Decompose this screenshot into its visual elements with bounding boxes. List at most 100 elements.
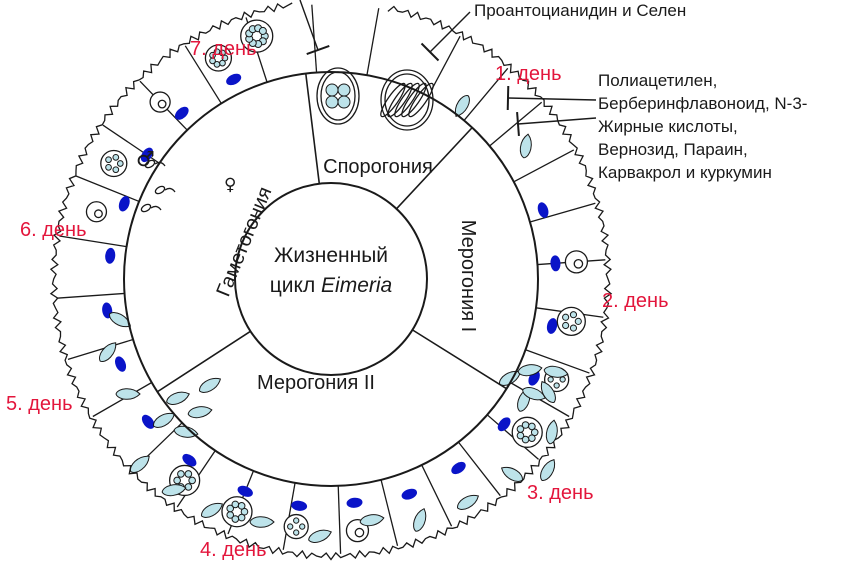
microgamete-flagellum-2: [165, 188, 175, 192]
cell-wall-15: [338, 486, 340, 554]
schizont-day2-a-merozoite-4: [563, 314, 569, 320]
cell-nucleus-6: [449, 459, 468, 476]
centre-title-genus: Eimeria: [321, 274, 392, 297]
inhibit-line-right-upper-bar: [508, 86, 509, 110]
inhibit-line-right-upper: [508, 98, 596, 100]
free-zoite-13: [127, 452, 152, 476]
cell-wall-1: [367, 8, 379, 75]
trophozoite-4: [150, 92, 170, 112]
sporocyst-3: [326, 96, 338, 108]
schizont-day4-a-merozoite-2: [238, 514, 245, 521]
cell-wall-14: [381, 480, 397, 546]
schizont-day4-a-merozoite-6: [232, 501, 239, 508]
cell-wall-22: [57, 293, 125, 298]
free-zoite-8: [359, 513, 384, 528]
schizont-day2-a-merozoite-1: [575, 318, 581, 324]
cell-nucleus-9: [291, 500, 308, 512]
phase-divider-2: [412, 330, 506, 389]
schizont-day4-a-merozoite-7: [238, 503, 245, 510]
phase-label-sporogony: Спорогония: [323, 156, 433, 178]
schizont-day4-c-merozoite-4: [294, 518, 299, 523]
schizont-day4-b-merozoite-4: [174, 477, 181, 484]
inhibitor-note-line-3: Жирные кислоты,: [598, 117, 738, 136]
microgamete-3: [140, 203, 152, 213]
schizont-day2-a-merozoite-3: [563, 322, 569, 328]
schizont-day6-a-merozoite-3: [106, 164, 112, 170]
inhibitor-note-top: Проантоцианидин и Селен: [474, 1, 686, 20]
day-label-6: 6. день: [20, 219, 87, 241]
free-zoite-21: [197, 374, 223, 395]
free-zoite-11: [199, 499, 225, 520]
day-label-1: 1. день: [495, 63, 562, 85]
cell-nucleus-19: [224, 71, 243, 87]
schizont-day2-b-merozoite-3: [548, 377, 553, 382]
centre-title-prefix: цикл: [270, 274, 321, 297]
schizont-day2-c-merozoite-6: [522, 422, 529, 429]
excysted-sporozoite-1: [451, 93, 472, 119]
schizont-day6-a-merozoite-2: [113, 167, 119, 173]
inhibit-line-right-lower-bar: [517, 112, 519, 136]
centre-title-line-1: Жизненный: [274, 244, 388, 267]
sporocyst-2: [338, 84, 350, 96]
schizont-day6-a-merozoite-4: [106, 157, 112, 163]
free-zoite-6: [455, 491, 481, 512]
schizont-day2-a-merozoite-5: [570, 312, 576, 318]
oocyst-1: [317, 68, 359, 124]
schizont-day2-c-merozoite-2: [529, 435, 536, 442]
inhibit-line-top-left-bar: [307, 46, 330, 54]
free-zoite-4: [537, 457, 558, 483]
free-zoite-14: [116, 389, 140, 400]
trophozoite-1: [565, 251, 587, 273]
inhibitor-note-line-2: Берберинфлавоноид, N-3-: [598, 94, 807, 113]
schizont-day4-c-merozoite-1: [300, 524, 305, 529]
male-gamete-symbol: ♂: [136, 147, 155, 171]
gametocyte-day7-b-merozoite-9: [259, 27, 266, 34]
cell-nucleus-8: [346, 497, 363, 509]
schizont-day2-c-merozoite-7: [529, 423, 536, 430]
phase-label-merogony-1: Мерогония I: [457, 220, 479, 332]
free-zoite-3: [545, 419, 560, 444]
inhibitor-note-line-4: Вернозид, Параин,: [598, 140, 748, 159]
cell-nucleus-7: [400, 487, 418, 502]
cell-nucleus-15: [104, 247, 116, 264]
schizont-day4-c-merozoite-3: [288, 524, 293, 529]
day-label-7: 7. день: [190, 38, 257, 60]
free-zoite-7: [411, 507, 429, 533]
schizont-day6-a-merozoite-5: [113, 154, 119, 160]
phase-label-merogony-2: Мерогония II: [257, 372, 375, 394]
microgamete-2: [154, 185, 166, 195]
schizont-day2-b-merozoite-1: [560, 377, 565, 382]
female-gamete-symbol: ♀: [224, 175, 236, 195]
day-label-2: 2. день: [602, 290, 669, 312]
cell-wall-20: [93, 383, 152, 417]
trophozoite-3: [86, 202, 106, 222]
cell-nucleus-18: [172, 104, 191, 122]
schizont-day4-b-merozoite-6: [185, 471, 192, 478]
gametocyte-day7-a-merozoite-2: [220, 60, 226, 66]
schizont-day4-b-merozoite-1: [189, 477, 196, 484]
free-zoite-5: [499, 463, 525, 484]
free-zoite-18: [187, 405, 212, 420]
excysted-sporozoite-2: [519, 133, 534, 158]
schizont-day4-a-merozoite-4: [227, 512, 234, 519]
cell-wall-4: [490, 102, 542, 146]
schizont-day4-b-merozoite-2: [185, 484, 192, 491]
cell-wall-12: [458, 442, 500, 496]
cell-wall-24: [76, 176, 139, 201]
inhibitor-note-line-1: Полиацетилен,: [598, 71, 717, 90]
free-zoite-17: [165, 389, 191, 407]
schizont-day2-b-merozoite-2: [554, 383, 559, 388]
schizont-day6-a-merozoite-1: [117, 161, 123, 167]
oocyst-2: [381, 70, 433, 130]
schizont-day4-c-merozoite-2: [294, 530, 299, 535]
cell-nucleus-2: [550, 255, 561, 272]
day-label-4: 4. день: [200, 539, 267, 561]
sporocyst-1: [326, 84, 338, 96]
free-zoite-10: [250, 517, 274, 528]
centre-title-line-2: цикл Eimeria: [270, 274, 392, 297]
day-label-5: 5. день: [6, 393, 73, 415]
schizont-day2-c-merozoite-4: [517, 432, 524, 439]
microgamete-flagellum-3: [151, 206, 161, 210]
schizont-day2-a-merozoite-2: [570, 325, 576, 331]
